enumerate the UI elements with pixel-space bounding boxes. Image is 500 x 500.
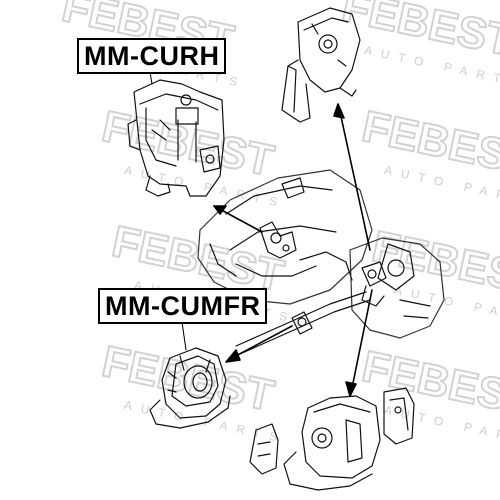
part-label-mm-cumfr: MM-CUMFR [98,288,268,324]
engine-assembly [197,169,373,305]
arrow-curh [213,205,263,233]
arrow-cumfr [225,325,293,363]
leader-cumfr [181,321,187,351]
drive-shaft [235,291,371,355]
arrow-bottom-right [345,289,373,397]
arrow-top-right [333,103,371,251]
mount-mm-cumfr [149,347,231,429]
mount-mm-curh [127,79,225,197]
mount-bottom-right [249,387,415,491]
leader-curh [149,71,153,85]
mount-top-right [281,7,361,123]
part-label-mm-curh: MM-CURH [77,38,227,74]
